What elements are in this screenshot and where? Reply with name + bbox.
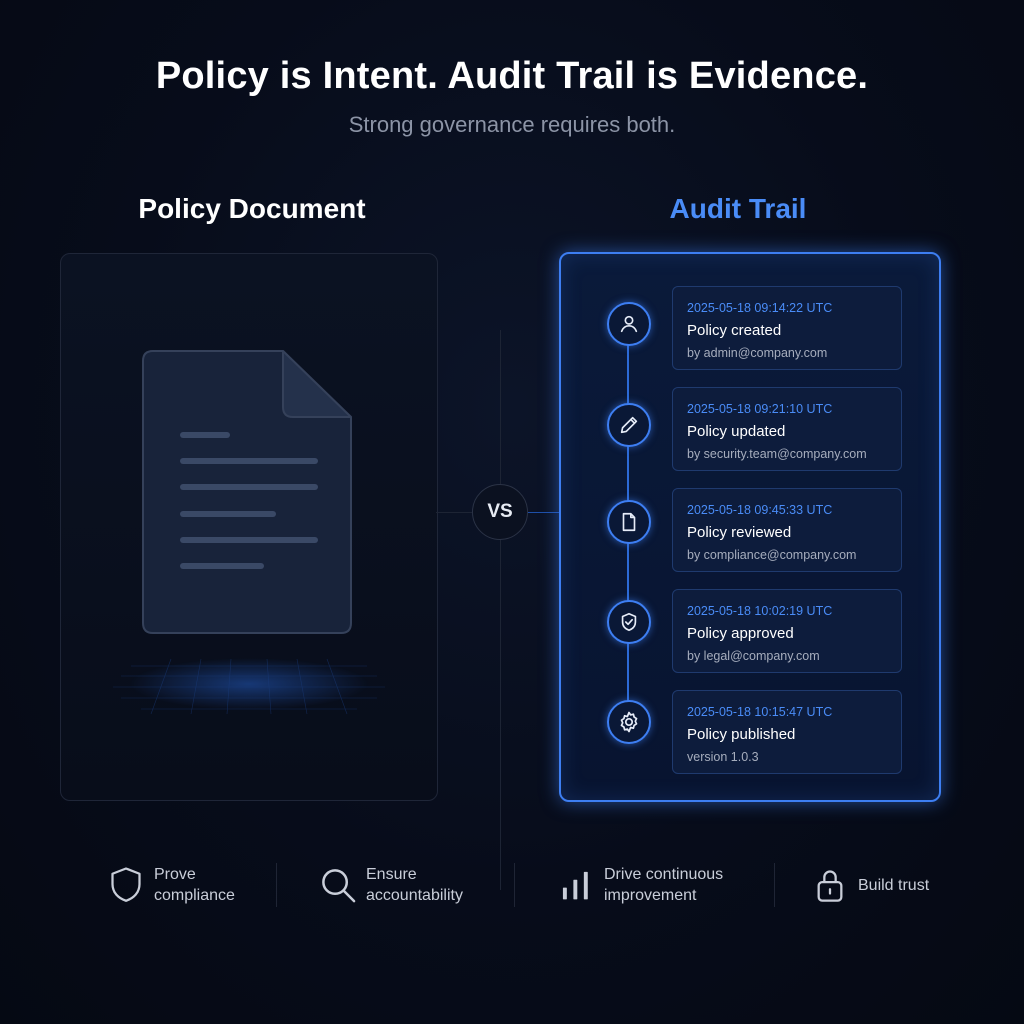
feature-line-1: Ensure — [366, 866, 417, 883]
feature-separator — [514, 863, 515, 907]
entry-event: Policy approved — [687, 625, 794, 642]
entry-detail: by admin@company.com — [687, 346, 828, 360]
user-icon — [607, 302, 651, 346]
timeline-entry[interactable]: 2025-05-18 09:14:22 UTC Policy created b… — [672, 286, 902, 370]
entry-event: Policy reviewed — [687, 524, 792, 541]
entry-timestamp: 2025-05-18 09:45:33 UTC — [687, 503, 833, 517]
bar-chart-icon — [556, 865, 596, 905]
feature-line-1: Build trust — [858, 876, 930, 894]
file-icon — [607, 500, 651, 544]
timeline-entry[interactable]: 2025-05-18 09:45:33 UTC Policy reviewed … — [672, 488, 902, 572]
divider-connector-line — [528, 512, 560, 513]
pencil-icon — [607, 403, 651, 447]
feature-drive-improvement: Drive continuous improvement — [556, 855, 723, 915]
feature-line-2: improvement — [604, 887, 697, 904]
feature-line-1: Prove — [154, 866, 196, 883]
feature-line-2: compliance — [154, 887, 235, 904]
page-subtitle: Strong governance requires both. — [348, 112, 676, 137]
shield-icon — [106, 865, 146, 905]
gear-icon — [607, 700, 651, 744]
divider-vertical-line — [500, 330, 501, 890]
entry-timestamp: 2025-05-18 09:14:22 UTC — [687, 301, 833, 315]
entry-event: Policy updated — [687, 423, 786, 440]
feature-separator — [774, 863, 775, 907]
vs-badge: VS — [472, 484, 528, 540]
policy-document-panel — [60, 253, 438, 801]
entry-timestamp: 2025-05-18 09:21:10 UTC — [687, 402, 833, 416]
entry-event: Policy created — [687, 322, 782, 339]
page-title: Policy is Intent. Audit Trail is Evidenc… — [155, 55, 869, 97]
shield-check-icon — [607, 600, 651, 644]
timeline-entry[interactable]: 2025-05-18 10:02:19 UTC Policy approved … — [672, 589, 902, 673]
timeline-entry[interactable]: 2025-05-18 09:21:10 UTC Policy updated b… — [672, 387, 902, 471]
policy-document-heading: Policy Document — [138, 193, 366, 224]
feature-separator — [276, 863, 277, 907]
feature-build-trust: Build trust — [810, 855, 929, 915]
entry-detail: by compliance@company.com — [687, 548, 857, 562]
entry-timestamp: 2025-05-18 10:15:47 UTC — [687, 705, 833, 719]
entry-detail: by security.team@company.com — [687, 447, 867, 461]
entry-timestamp: 2025-05-18 10:02:19 UTC — [687, 604, 833, 618]
entry-detail: by legal@company.com — [687, 649, 820, 663]
feature-line-1: Drive continuous — [604, 866, 724, 883]
entry-event: Policy published — [687, 726, 796, 743]
magnifier-icon — [318, 865, 358, 905]
feature-prove-compliance: Prove compliance — [106, 855, 235, 915]
lock-icon — [810, 865, 850, 905]
timeline-entry[interactable]: 2025-05-18 10:15:47 UTC Policy published… — [672, 690, 902, 774]
vs-label: VS — [487, 501, 513, 522]
feature-line-2: accountability — [366, 887, 463, 904]
feature-ensure-accountability: Ensure accountability — [318, 855, 463, 915]
feature-strip: Prove compliance Ensure accountability Dri… — [0, 855, 1024, 915]
document-icon — [113, 350, 385, 715]
entry-detail: version 1.0.3 — [687, 750, 759, 764]
audit-trail-heading: Audit Trail — [669, 193, 807, 224]
